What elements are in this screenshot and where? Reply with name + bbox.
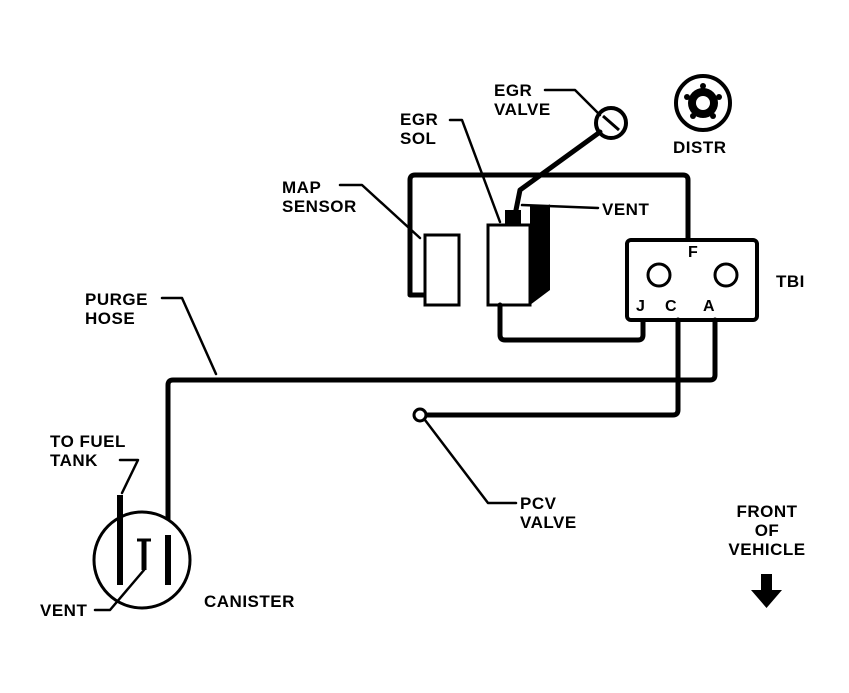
label-egr-valve-line1: EGR — [494, 81, 533, 100]
pcv-hose — [419, 317, 681, 418]
label-to-fuel-tank-line1: TO FUEL — [50, 432, 126, 451]
front-arrow-icon — [751, 574, 782, 608]
map-sensor-hose — [407, 172, 691, 298]
label-to-fuel-tank: TO FUEL TANK — [50, 432, 126, 470]
canister — [92, 495, 192, 610]
leader-map-sensor — [338, 183, 422, 240]
label-map-sensor-line1: MAP — [282, 178, 322, 197]
egr-solenoid — [486, 204, 551, 307]
label-port-j: J — [636, 298, 646, 315]
label-pcv-valve: PCV VALVE — [520, 494, 577, 532]
pcv-valve — [412, 407, 428, 423]
leader-fuel-tank — [118, 458, 140, 495]
label-front-line3: VEHICLE — [728, 540, 806, 559]
label-distr: DISTR — [673, 138, 727, 157]
label-vent-bottom: VENT — [40, 601, 88, 620]
label-egr-sol: EGR SOL — [400, 110, 438, 148]
label-purge-hose-line2: HOSE — [85, 309, 136, 328]
label-egr-sol-line1: EGR — [400, 110, 439, 129]
label-front-of-vehicle: FRONT OF VEHICLE — [725, 502, 809, 559]
label-map-sensor: MAP SENSOR — [282, 178, 357, 216]
label-egr-valve: EGR VALVE — [494, 81, 551, 119]
label-canister: CANISTER — [204, 592, 295, 611]
throttle-body — [625, 238, 759, 322]
label-vent-top: VENT — [602, 200, 650, 219]
egr-valve-hose — [512, 129, 603, 218]
leader-egr-sol — [448, 118, 502, 224]
label-tbi: TBI — [776, 272, 805, 291]
label-map-sensor-line2: SENSOR — [282, 197, 357, 216]
label-front-line1: FRONT — [736, 502, 798, 521]
label-pcv-valve-line1: PCV — [520, 494, 557, 513]
label-purge-hose: PURGE HOSE — [85, 290, 148, 328]
egr-valve — [594, 106, 628, 140]
leader-egr-valve — [543, 88, 602, 117]
label-egr-valve-line2: VALVE — [494, 100, 551, 119]
label-port-f: F — [688, 244, 699, 261]
leader-vent-top — [520, 203, 600, 210]
egr-solenoid-hose — [497, 302, 646, 343]
label-to-fuel-tank-line2: TANK — [50, 451, 98, 470]
map-sensor — [423, 233, 461, 307]
leader-pcv — [423, 418, 518, 505]
label-egr-sol-line2: SOL — [400, 129, 437, 148]
label-purge-hose-line1: PURGE — [85, 290, 148, 309]
purge-hose — [165, 317, 718, 538]
label-port-a: A — [703, 298, 716, 315]
leader-purge-hose — [160, 296, 218, 376]
label-pcv-valve-line2: VALVE — [520, 513, 577, 532]
leader-vent-bottom — [93, 568, 146, 612]
distributor — [674, 74, 732, 132]
label-port-c: C — [665, 298, 678, 315]
label-front-line2: OF — [754, 521, 780, 540]
